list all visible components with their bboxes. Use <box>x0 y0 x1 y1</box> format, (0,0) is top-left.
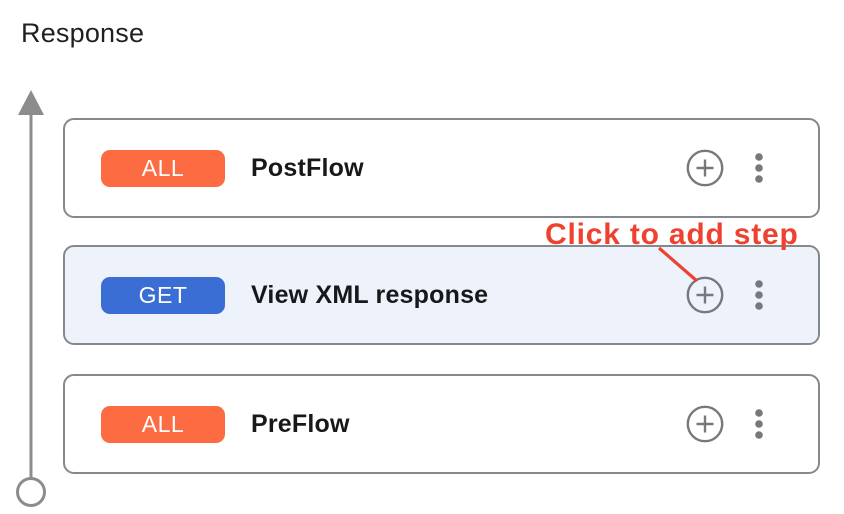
verb-badge: ALL <box>101 149 225 187</box>
flow-card-postflow[interactable]: ALL PostFlow <box>63 118 820 218</box>
annotation-click-to-add-step: Click to add step <box>545 218 799 251</box>
card-menu-button[interactable] <box>753 148 765 188</box>
page-title: Response <box>21 18 145 48</box>
up-arrow-icon <box>18 90 44 115</box>
card-menu-button[interactable] <box>753 404 765 444</box>
kebab-menu-icon <box>755 153 763 183</box>
add-step-button[interactable] <box>685 275 725 315</box>
flow-card-label: PreFlow <box>251 409 350 438</box>
plus-circle-icon <box>686 405 724 443</box>
verb-badge: ALL <box>101 405 225 443</box>
card-menu-button[interactable] <box>753 275 765 315</box>
plus-circle-icon <box>686 149 724 187</box>
kebab-menu-icon <box>755 409 763 439</box>
plus-circle-icon <box>686 276 724 314</box>
flow-card-label: View XML response <box>251 280 489 309</box>
circle-node-icon <box>16 477 46 507</box>
flow-card-preflow[interactable]: ALL PreFlow <box>63 374 820 474</box>
kebab-menu-icon <box>755 280 763 310</box>
flow-card-label: PostFlow <box>251 153 364 182</box>
flow-card-view-xml-response[interactable]: GET View XML response <box>63 245 820 345</box>
add-step-button[interactable] <box>685 404 725 444</box>
verb-badge: GET <box>101 276 225 314</box>
add-step-button[interactable] <box>685 148 725 188</box>
